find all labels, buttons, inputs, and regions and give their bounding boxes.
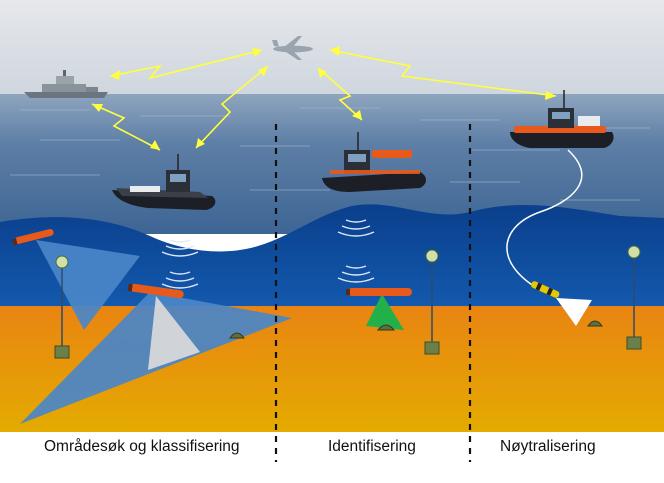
phase-label-area-search: Områdesøk og klassifisering <box>44 438 240 455</box>
maritime-patrol-aircraft-icon <box>272 36 313 60</box>
moored-mine-icon <box>54 255 70 359</box>
unmanned-surface-vessel-icon <box>510 90 614 148</box>
deep-water <box>0 204 664 306</box>
sonar-wave-icon <box>161 219 375 289</box>
moored-mine-icon <box>424 249 440 355</box>
sonar-swath-centre <box>148 296 200 370</box>
label-strip <box>0 432 664 478</box>
moored-mine-icon <box>626 245 642 350</box>
sky <box>0 0 664 94</box>
neutralizer-tether <box>506 149 583 291</box>
identification-beam <box>366 294 404 330</box>
frigate-icon <box>24 70 108 98</box>
unmanned-surface-vessel-icon <box>112 154 216 210</box>
autonomous-underwater-vehicle-icon <box>12 228 54 246</box>
unmanned-surface-vessel-icon <box>322 132 426 192</box>
neutralizer-rov-icon <box>531 281 560 298</box>
communication-link-icon <box>91 49 557 151</box>
bottom-mine-icon <box>587 320 603 327</box>
phase-label-neutralization: Nøytralisering <box>500 438 596 455</box>
autonomous-underwater-vehicle-icon <box>346 288 412 296</box>
link-arrowheads <box>92 46 556 150</box>
neutralizer-light-beam <box>556 298 592 326</box>
bottom-mine-icon <box>376 324 396 331</box>
bottom-mine-icon <box>229 332 245 339</box>
sea-ripples <box>10 107 650 201</box>
phase-label-identification: Identifisering <box>328 438 416 455</box>
autonomous-underwater-vehicle-icon <box>127 283 184 299</box>
